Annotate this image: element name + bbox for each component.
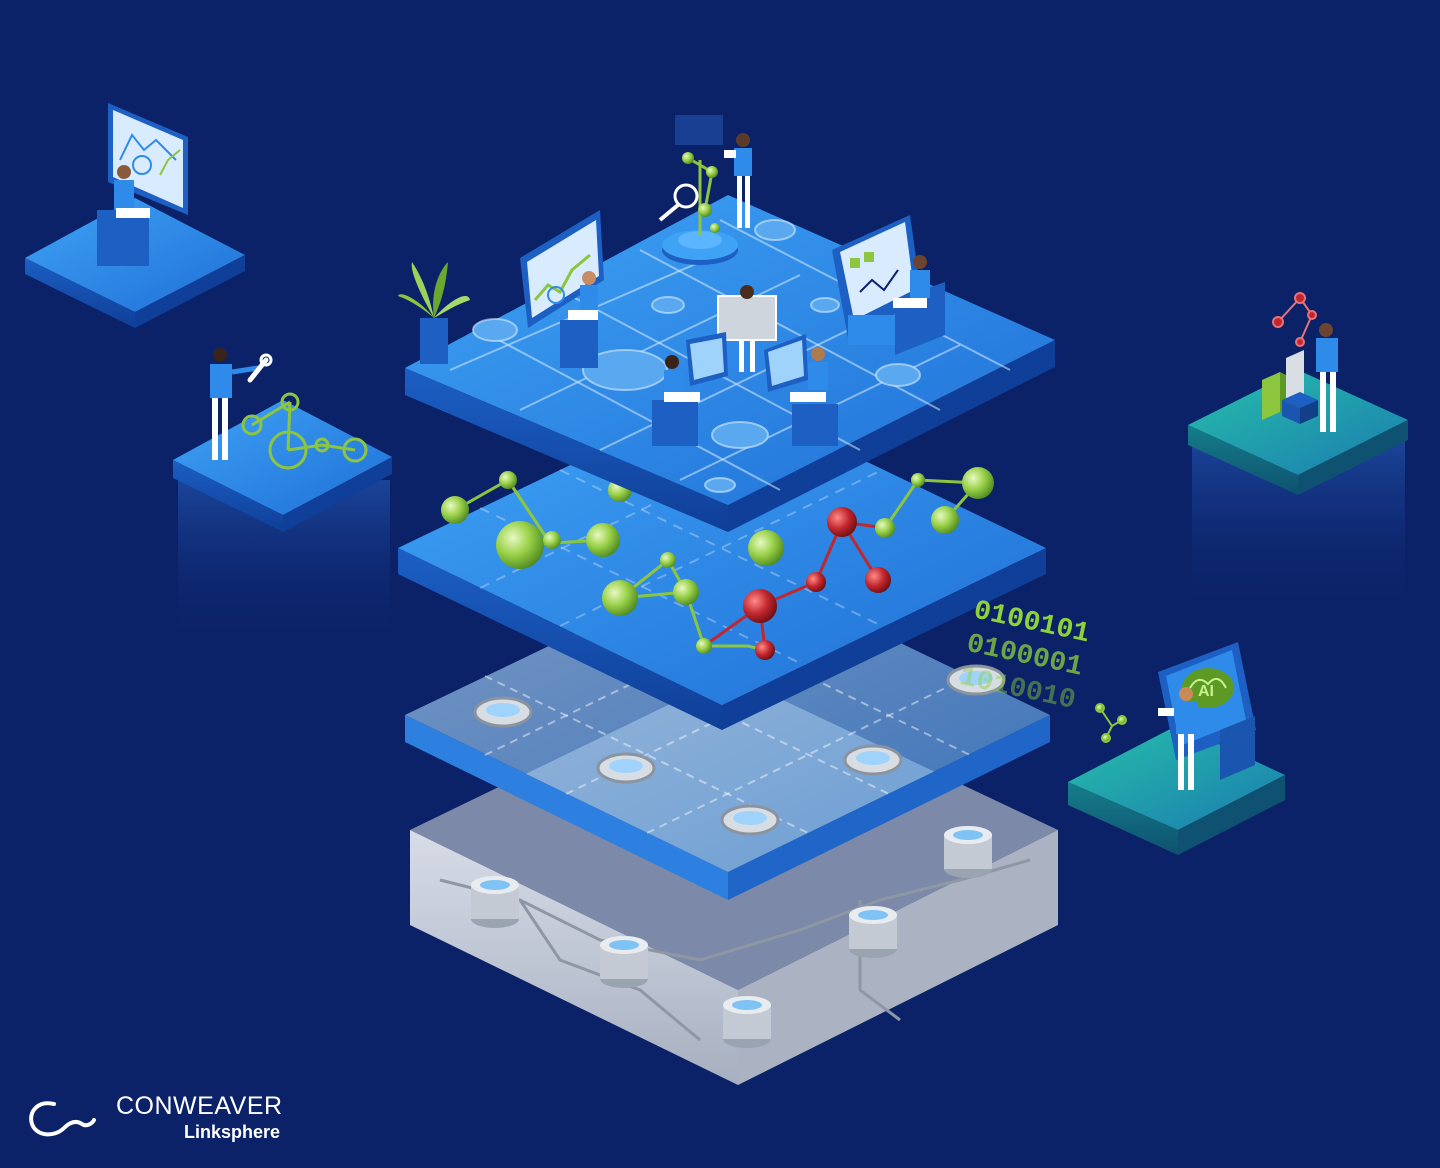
person-icon: [1158, 687, 1198, 790]
person-icon: [893, 255, 930, 308]
ai-brain-icon: AI: [1182, 668, 1234, 708]
graph-node-red-icon: [743, 507, 891, 660]
person-icon: [560, 271, 598, 368]
ai-label: AI: [1198, 683, 1214, 700]
database-icon: [600, 936, 648, 988]
platform-configuration: [173, 348, 392, 532]
conweaver-swirl-icon: [29, 1101, 96, 1137]
brand-lockup: CONWEAVER Linksphere: [24, 1090, 324, 1150]
dashboard-monitor-icon: [520, 210, 604, 328]
light-beam-right: [1192, 440, 1405, 620]
database-icon: [723, 996, 771, 1048]
analysis-sculpture-icon: [658, 115, 738, 265]
application-layer: [398, 115, 1055, 532]
database-icon: [849, 906, 897, 958]
platform-analytics: [25, 103, 245, 328]
person-icon: [724, 133, 752, 228]
plant-icon: [398, 262, 470, 364]
whiteboard-icon: [717, 285, 777, 372]
brand-name: CONWEAVER: [116, 1092, 283, 1120]
database-icon: [944, 826, 992, 878]
person-icon: [1316, 323, 1338, 432]
bar-chart-icon: [1262, 350, 1318, 424]
laptop-icon: [686, 332, 808, 392]
person-icon: [790, 347, 838, 446]
person-icon: [652, 355, 700, 446]
light-beam-left: [178, 480, 390, 650]
platform-reporting: [1188, 292, 1408, 495]
connector-port-icon: [473, 664, 1006, 836]
database-icon: [471, 876, 519, 928]
person-icon: [210, 348, 259, 460]
brand-product: Linksphere: [184, 1122, 281, 1142]
wrench-icon: [247, 353, 273, 383]
graph-node-icon: [441, 467, 994, 654]
platform-ai: AI: [1068, 642, 1285, 855]
knowledge-graph-layer: [398, 392, 1046, 730]
